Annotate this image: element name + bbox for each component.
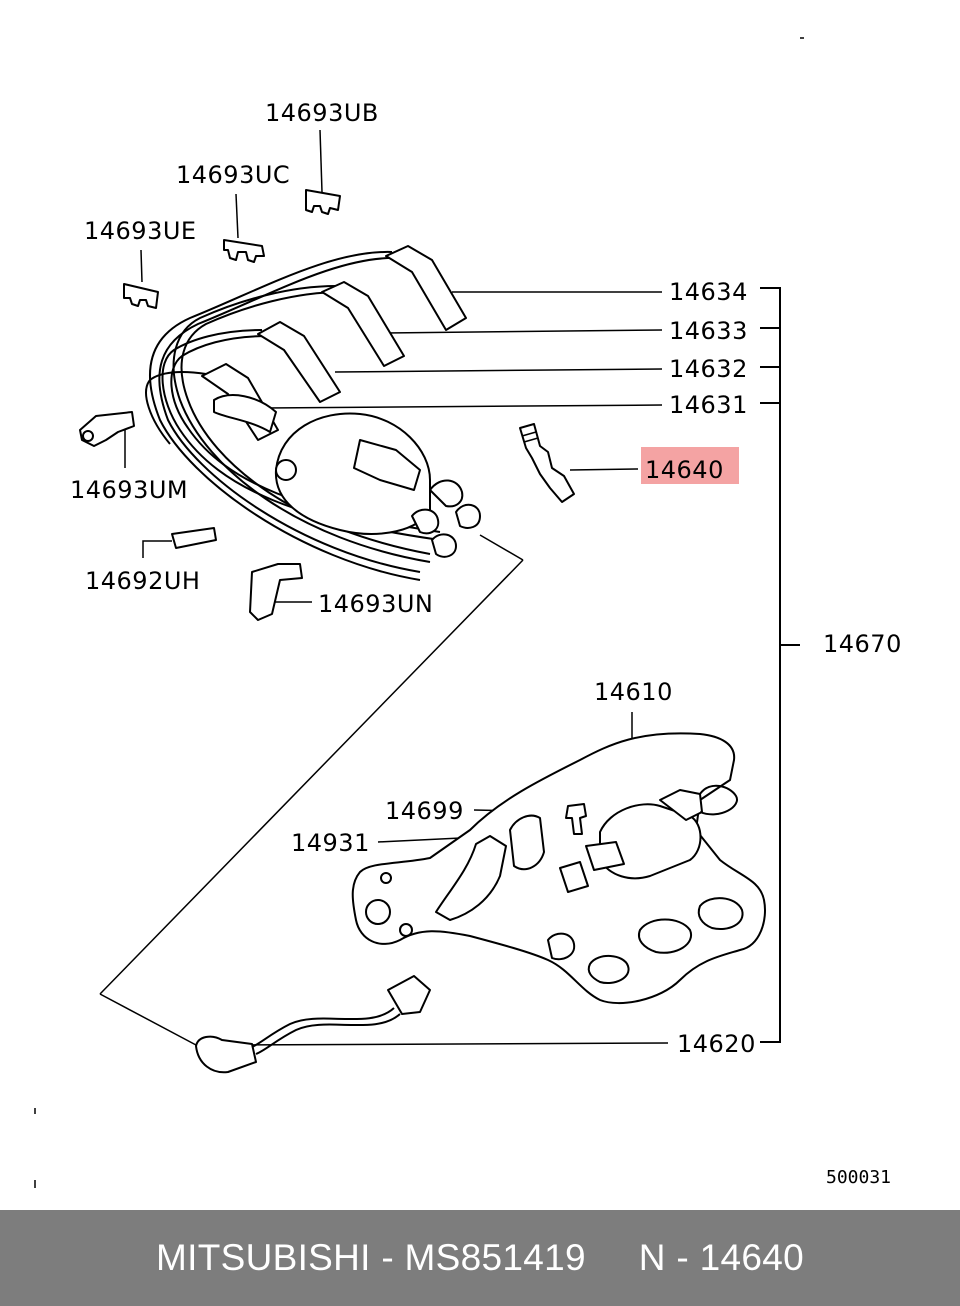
- figure-code: 500031: [826, 1167, 891, 1188]
- label-14631: 14631: [669, 391, 748, 419]
- footer-bar: MITSUBISHI - MS851419 N - 14640: [0, 1210, 960, 1306]
- clip-14693UM: [79, 411, 135, 447]
- label-14693UM: 14693UM: [70, 476, 188, 504]
- spark-plug-14640: [519, 423, 575, 503]
- label-14640: 14640: [645, 456, 724, 484]
- ignition-coil-14610: [559, 784, 738, 893]
- label-14699: 14699: [385, 797, 464, 825]
- label-14931: 14931: [291, 829, 370, 857]
- label-14693UC: 14693UC: [176, 161, 290, 189]
- bracket-14670: [760, 287, 800, 1043]
- clip-14693UN: [249, 563, 303, 621]
- clip-14693UC: [223, 239, 265, 263]
- gasket-14931: [435, 814, 545, 921]
- label-14620: 14620: [677, 1030, 756, 1058]
- highlight-box-14640: [641, 447, 739, 484]
- label-14670: 14670: [823, 630, 902, 658]
- bolt-14699: [565, 803, 587, 835]
- label-14632: 14632: [669, 355, 748, 383]
- clip-14693UB: [305, 189, 341, 215]
- intake-manifold: [351, 732, 766, 1004]
- leader-lines: [99, 129, 669, 1046]
- label-14634: 14634: [669, 278, 748, 306]
- clip-14692UH: [171, 527, 217, 549]
- label-14693UB: 14693UB: [265, 99, 379, 127]
- label-14693UE: 14693UE: [84, 217, 197, 245]
- distributor-cap: [213, 394, 481, 558]
- footer-title: MITSUBISHI - MS851419 N - 14640: [156, 1237, 804, 1278]
- label-14610: 14610: [594, 678, 673, 706]
- label-14633: 14633: [669, 317, 748, 345]
- clip-14693UE: [123, 283, 159, 309]
- label-14693UN: 14693UN: [318, 590, 433, 618]
- label-14692UH: 14692UH: [85, 567, 200, 595]
- coil-lead-14620: [195, 975, 431, 1074]
- parts-diagram: 14693UB 14693UC 14693UE 14693UM 14692UH …: [34, 37, 902, 1188]
